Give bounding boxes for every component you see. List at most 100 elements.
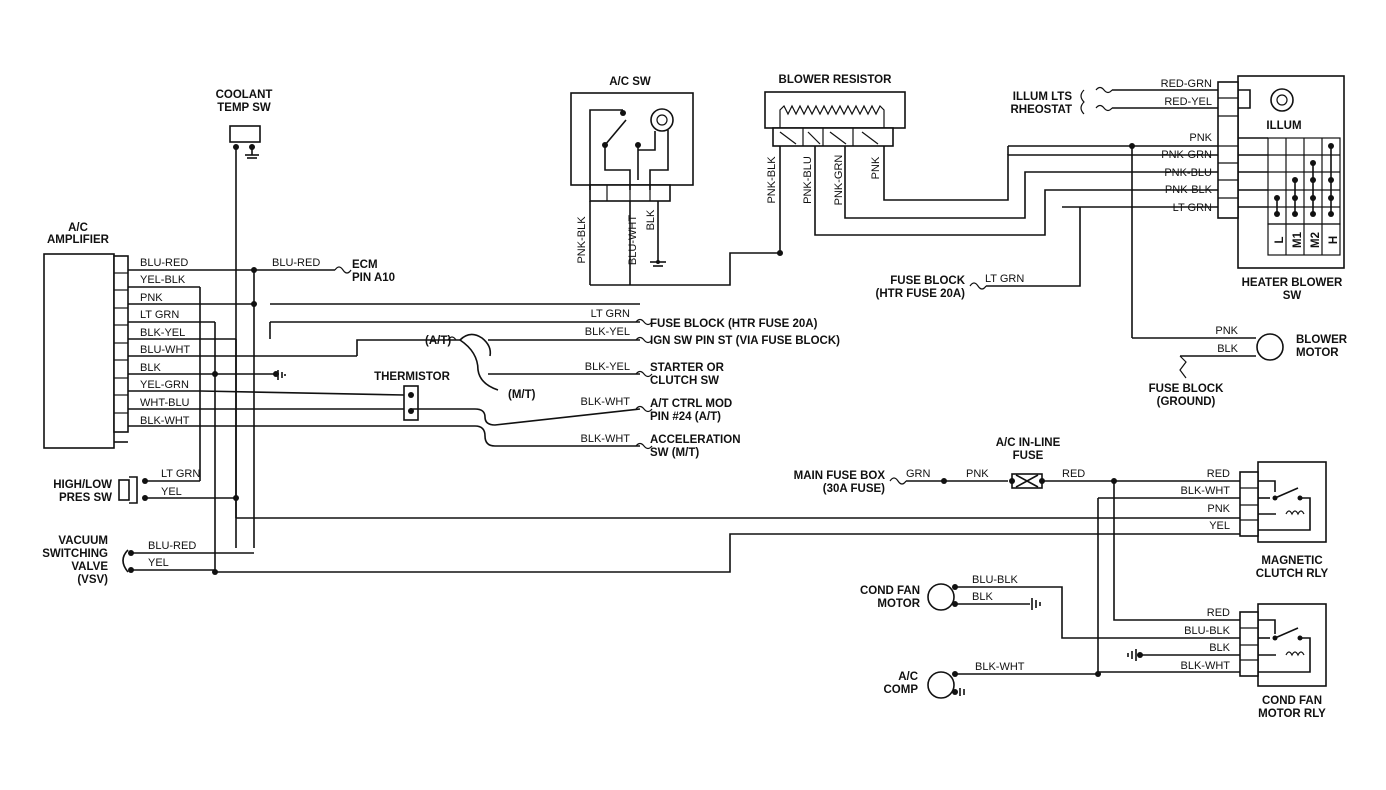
mag-rly-label-1: MAGNETIC [1261, 555, 1322, 567]
cond-fan-motor-label-2: MOTOR [877, 598, 920, 610]
main-fuse-label-2: (30A FUSE) [823, 483, 885, 495]
cond-fan-motor: COND FAN MOTOR BLU-BLK BLK [860, 574, 1240, 639]
accel-label-2: SW (M/T) [650, 447, 699, 459]
cond-rly-wire-4: BLK-WHT [1181, 660, 1231, 672]
ign-sw-label: IGN SW PIN ST (VIA FUSE BLOCK) [650, 335, 840, 347]
fuse-htr-ltgrn: LT GRN [985, 273, 1024, 285]
position-m2: M2 [1310, 232, 1322, 248]
vsv-label-4: (VSV) [77, 574, 108, 586]
position-m1: M1 [1292, 231, 1304, 248]
mt-label: (M/T) [508, 389, 536, 401]
vsv-wire-1: BLU-RED [148, 540, 196, 552]
ac-sw-wire-2: BLU-WHT [627, 215, 639, 265]
cond-rly-wire-1: RED [1207, 607, 1230, 619]
branch-wire-5: BLK-WHT [581, 433, 631, 445]
ecm-label-2: PIN A10 [352, 272, 395, 284]
heater-wire-5: LT GRN [1173, 202, 1212, 214]
resistor-wire-2: PNK-BLU [802, 156, 814, 204]
thermistor-label: THERMISTOR [374, 371, 451, 383]
magnetic-clutch-relay: RED BLK-WHT PNK YEL MAGNETIC CLUTCH RLY [1097, 461, 1329, 674]
amp-wire-5: BLK-YEL [140, 327, 185, 339]
ac-sw-wire-3: BLK [645, 209, 657, 230]
resistor-wire-4: PNK [870, 156, 882, 179]
heater-sw-label-2: SW [1283, 290, 1302, 302]
amp-buses [199, 270, 640, 575]
inline-pnk: PNK [966, 468, 989, 480]
amp-right-branch: (A/T) (M/T) LT GRN BLK-YEL BLK-YEL BLK-W… [356, 308, 840, 459]
amp-wire-7: BLK [140, 362, 161, 374]
at-ctrl-label-1: A/T CTRL MOD [650, 398, 732, 410]
vsv-wire-2: YEL [148, 557, 169, 569]
cond-rly-wire-2: BLU-BLK [1184, 625, 1231, 637]
cond-fan-wire-2: BLK [972, 591, 993, 603]
resistor-wire-3: PNK-GRN [833, 155, 845, 206]
at-label: (A/T) [425, 335, 451, 347]
inline-fuse-label-1: A/C IN-LINE [996, 437, 1061, 449]
heater-wire-3: PNK-BLU [1164, 167, 1212, 179]
vacuum-switching-valve: VACUUM SWITCHING VALVE (VSV) BLU-RED YEL [42, 535, 254, 586]
heater-sw-label-1: HEATER BLOWER [1242, 277, 1343, 289]
ac-sw-label: A/C SW [609, 76, 651, 88]
rheostat-label-2: RHEOSTAT [1010, 104, 1072, 116]
long-wires-to-relay [215, 517, 1240, 573]
branch-wire-4: BLK-WHT [581, 396, 631, 408]
fuse-block-htr-top: FUSE BLOCK (HTR FUSE 20A) LT GRN [876, 207, 1081, 300]
ac-amplifier-label-1: A/C [68, 222, 88, 234]
accel-label-1: ACCELERATION [650, 434, 741, 446]
heater-wire-2: PNK-GRN [1161, 149, 1212, 161]
main-fuse-label-1: MAIN FUSE BOX [794, 470, 886, 482]
main-fuse-grn: GRN [906, 468, 931, 480]
amp-wire-1: BLU-RED [140, 257, 188, 269]
amp-wire-3: PNK [140, 292, 163, 304]
blower-resistor-label: BLOWER RESISTOR [779, 74, 893, 86]
amp-wire-9: WHT-BLU [140, 397, 190, 409]
resistor-wire-1: PNK-BLK [766, 156, 778, 204]
pres-sw-wire-2: YEL [161, 486, 182, 498]
inline-red: RED [1062, 468, 1085, 480]
illum-label: ILLUM [1266, 120, 1301, 132]
position-l: L [1274, 236, 1286, 243]
cond-rly-wire-3: BLK [1209, 642, 1230, 654]
fuse-ground-label-1: FUSE BLOCK [1149, 383, 1224, 395]
amp-wire-10: BLK-WHT [140, 415, 190, 427]
fuse-htr-top-label-2: (HTR FUSE 20A) [876, 288, 966, 300]
cond-fan-wire-1: BLU-BLK [972, 574, 1019, 586]
ac-comp-wire: BLK-WHT [975, 661, 1025, 673]
coolant-temp-sw-label-1: COOLANT [216, 89, 273, 101]
branch-wire-1: LT GRN [591, 308, 630, 320]
illum-wire-2: RED-YEL [1164, 96, 1212, 108]
illum-lts-rheostat: ILLUM LTS RHEOSTAT RED-GRN RED-YEL [1010, 78, 1218, 116]
blower-motor-label-1: BLOWER [1296, 334, 1348, 346]
cond-fan-motor-relay: RED BLU-BLK BLK BLK-WHT COND FAN MOTOR R… [1098, 603, 1327, 720]
position-h: H [1328, 236, 1340, 244]
branch-wire-3: BLK-YEL [585, 361, 630, 373]
illum-wire-1: RED-GRN [1161, 78, 1212, 90]
mag-rly-wire-4: YEL [1209, 520, 1230, 532]
vsv-label-1: VACUUM [58, 535, 108, 547]
heater-wire-1: PNK [1189, 132, 1212, 144]
starter-label-2: CLUTCH SW [650, 375, 719, 387]
mag-rly-wire-3: PNK [1207, 503, 1230, 515]
ecm-pin-a10: BLU-RED ECM PIN A10 [251, 257, 395, 284]
ac-amplifier: A/C AMPLIFIER BLU-RED YEL-BLK PNK LT GRN… [43, 222, 475, 449]
blower-resistor: BLOWER RESISTOR PNK-BLK PNK-BLU PNK-GRN … [764, 74, 1218, 256]
blower-motor-wire-2: BLK [1217, 343, 1238, 355]
starter-label-1: STARTER OR [650, 362, 725, 374]
fuse-block-htr-label: FUSE BLOCK (HTR FUSE 20A) [650, 318, 818, 330]
inline-fuse-label-2: FUSE [1013, 450, 1044, 462]
fuse-ground-label-2: (GROUND) [1157, 396, 1216, 408]
blower-motor-wire-1: PNK [1215, 325, 1238, 337]
heater-blower-switch: ILLUM L M1 M2 H [1007, 75, 1345, 302]
main-fuse-box: MAIN FUSE BOX (30A FUSE) GRN PNK A/C IN-… [794, 437, 1240, 621]
mag-rly-wire-1: RED [1207, 468, 1230, 480]
at-ctrl-label-2: PIN #24 (A/T) [650, 411, 721, 423]
ecm-wire: BLU-RED [272, 257, 320, 269]
cond-rly-label-2: MOTOR RLY [1258, 708, 1326, 720]
amp-wire-2: YEL-BLK [140, 274, 186, 286]
pres-sw-label-2: PRES SW [59, 492, 112, 504]
vsv-label-2: SWITCHING [42, 548, 108, 560]
coolant-temp-sw-label-2: TEMP SW [217, 102, 271, 114]
cond-fan-motor-label-1: COND FAN [860, 585, 920, 597]
amp-wire-8: YEL-GRN [140, 379, 189, 391]
